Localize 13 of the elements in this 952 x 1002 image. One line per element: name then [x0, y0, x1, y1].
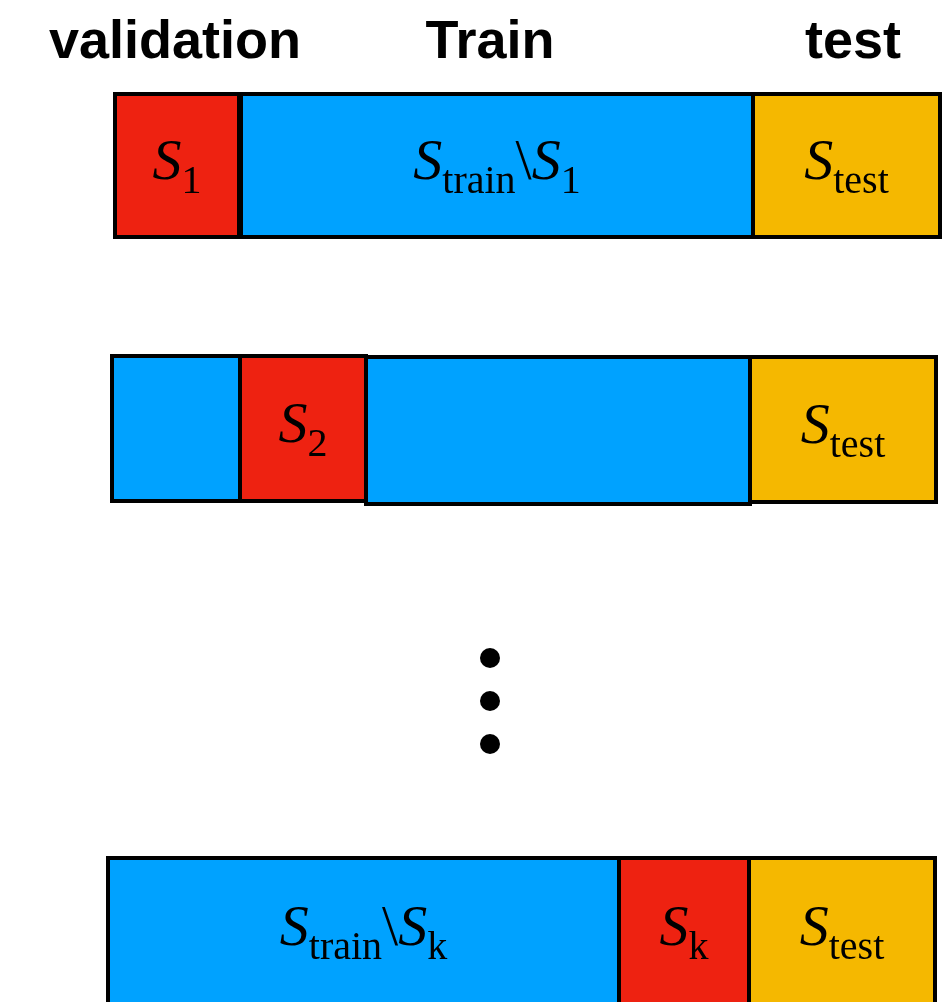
- training-segment: [364, 355, 752, 506]
- set-label: S$_{train}$\S$_{k}$: [279, 896, 448, 966]
- set-label: S$_{1}$: [152, 131, 202, 200]
- validation-segment: [113, 92, 241, 239]
- set-label: S$_{2}$: [278, 394, 328, 463]
- column-heading: test: [805, 12, 901, 66]
- column-heading: Train: [425, 12, 555, 66]
- column-heading: validation: [49, 12, 301, 66]
- set-label: S$_{test}$: [799, 896, 885, 966]
- set-label: S$_{k}$: [659, 896, 709, 966]
- set-label: S$_{train}$\S$_{1}$: [413, 131, 581, 200]
- set-label: S$_{test}$: [800, 395, 886, 464]
- set-label: S$_{test}$: [804, 131, 889, 200]
